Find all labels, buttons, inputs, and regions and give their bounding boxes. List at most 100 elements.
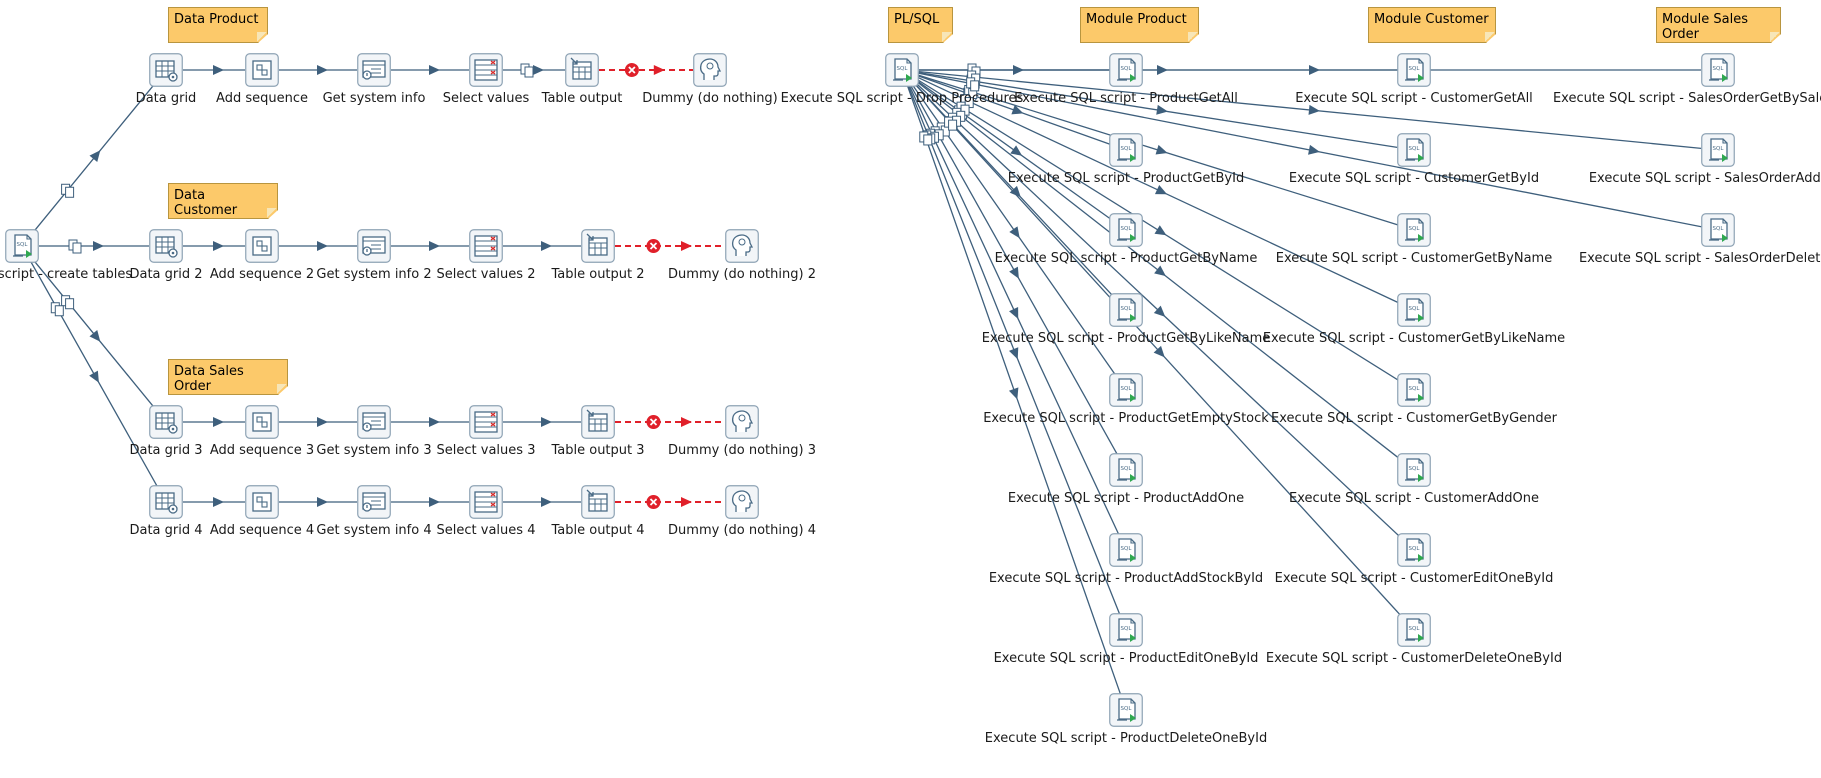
hop-drop-to-c8[interactable] xyxy=(912,82,1404,618)
hop-gs4-to-sv4[interactable] xyxy=(391,497,469,507)
step-label: Execute SQL script - CustomerGetById xyxy=(1288,171,1540,186)
step-label: Execute SQL script - SalesOrderAddOne xyxy=(1588,171,1821,186)
step-dg3[interactable]: Data grid 3 xyxy=(129,405,203,458)
hop-dg3-to-as3[interactable] xyxy=(183,417,245,427)
step-as4[interactable]: Add sequence 4 xyxy=(210,485,314,538)
step-sv2[interactable]: Select values 2 xyxy=(437,229,535,282)
table-output-icon xyxy=(565,53,599,87)
hop-to3-to-dm3[interactable] xyxy=(615,415,725,429)
hop-sv4-to-to4[interactable] xyxy=(503,497,581,507)
hop-create-to-dg4[interactable] xyxy=(29,260,159,488)
note-n3[interactable]: Data Sales Order xyxy=(168,359,288,395)
step-as1[interactable]: Add sequence xyxy=(216,53,308,106)
note-n5[interactable]: Module Product xyxy=(1080,7,1199,43)
sql-script-icon: SQL xyxy=(1109,613,1143,647)
svg-text:SQL: SQL xyxy=(1121,706,1133,712)
hop-to4-to-dm4[interactable] xyxy=(615,495,725,509)
step-dm3[interactable]: Dummy (do nothing) 3 xyxy=(668,405,816,458)
step-label: Dummy (do nothing) xyxy=(642,91,778,106)
step-gs3[interactable]: Get system info 3 xyxy=(316,405,432,458)
hop-create-to-dg3[interactable] xyxy=(32,258,156,410)
step-gs4[interactable]: Get system info 4 xyxy=(316,485,432,538)
hop-as4-to-gs4[interactable] xyxy=(279,497,357,507)
step-label: Get system info 3 xyxy=(316,443,432,458)
step-dm4[interactable]: Dummy (do nothing) 4 xyxy=(668,485,816,538)
hop-gs1-to-sv1[interactable] xyxy=(391,65,469,75)
step-sv4[interactable]: Select values 4 xyxy=(437,485,535,538)
note-n6[interactable]: Module Customer xyxy=(1368,7,1496,43)
step-s2[interactable]: SQL Execute SQL script - SalesOrderAddOne xyxy=(1589,133,1821,186)
hop-drop-to-p9[interactable] xyxy=(907,85,1121,695)
hop-gs2-to-sv2[interactable] xyxy=(391,241,469,251)
step-to3[interactable]: Table output 3 xyxy=(551,405,645,458)
step-dm1[interactable]: Dummy (do nothing) xyxy=(642,53,778,106)
step-dg4[interactable]: Data grid 4 xyxy=(129,485,203,538)
step-dg2[interactable]: Data grid 2 xyxy=(129,229,203,282)
hop-drop-to-s1[interactable] xyxy=(919,63,1701,78)
note-n4[interactable]: PL/SQL xyxy=(888,7,953,43)
system-info-icon xyxy=(357,405,391,439)
step-dm2[interactable]: Dummy (do nothing) 2 xyxy=(668,229,816,282)
step-to2[interactable]: Table output 2 xyxy=(551,229,645,282)
hop-to1-to-dm1[interactable] xyxy=(599,63,693,77)
step-as3[interactable]: Add sequence 3 xyxy=(210,405,314,458)
note-n2[interactable]: Data Customer xyxy=(168,183,278,219)
note-n7[interactable]: Module Sales Order xyxy=(1656,7,1781,43)
hop-as3-to-gs3[interactable] xyxy=(279,417,357,427)
hop-to2-to-dm2[interactable] xyxy=(615,239,725,253)
step-sv3[interactable]: Select values 3 xyxy=(437,405,535,458)
hop-drop-to-c2[interactable] xyxy=(918,71,1398,149)
step-gs2[interactable]: Get system info 2 xyxy=(316,229,432,282)
svg-text:SQL: SQL xyxy=(1409,546,1421,552)
table-output-icon xyxy=(581,229,615,263)
sql-script-icon: SQL xyxy=(1701,133,1735,167)
hop-sv2-to-to2[interactable] xyxy=(503,241,581,251)
hop-drop-to-p8[interactable] xyxy=(907,85,1121,615)
hop-sv3-to-to3[interactable] xyxy=(503,417,581,427)
hop-sv1-to-to1[interactable] xyxy=(503,63,565,78)
hop-drop-to-s2[interactable] xyxy=(918,70,1702,149)
sql-script-icon: SQL xyxy=(1109,453,1143,487)
step-to1[interactable]: Table output xyxy=(542,53,622,106)
hop-dg4-to-as4[interactable] xyxy=(183,497,245,507)
step-to4[interactable]: Table output 4 xyxy=(551,485,645,538)
step-dg1[interactable]: Data grid xyxy=(136,53,196,106)
step-label: Dummy (do nothing) 4 xyxy=(668,523,816,538)
step-as2[interactable]: Add sequence 2 xyxy=(210,229,314,282)
step-gs1[interactable]: Get system info xyxy=(323,53,425,106)
hop-create-to-dg2[interactable] xyxy=(39,239,149,254)
note-n1[interactable]: Data Product xyxy=(168,7,268,43)
hop-gs3-to-sv3[interactable] xyxy=(391,417,469,427)
hop-as1-to-gs1[interactable] xyxy=(279,65,357,75)
sql-script-icon: SQL xyxy=(1109,53,1143,87)
hop-dg1-to-as1[interactable] xyxy=(183,65,245,75)
hop-dg2-to-as2[interactable] xyxy=(183,241,245,251)
hop-drop-to-s3[interactable] xyxy=(918,72,1702,228)
hop-as2-to-gs2[interactable] xyxy=(279,241,357,251)
step-sv1[interactable]: Select values xyxy=(443,53,529,106)
hop-create-to-dg1[interactable] xyxy=(32,82,156,234)
